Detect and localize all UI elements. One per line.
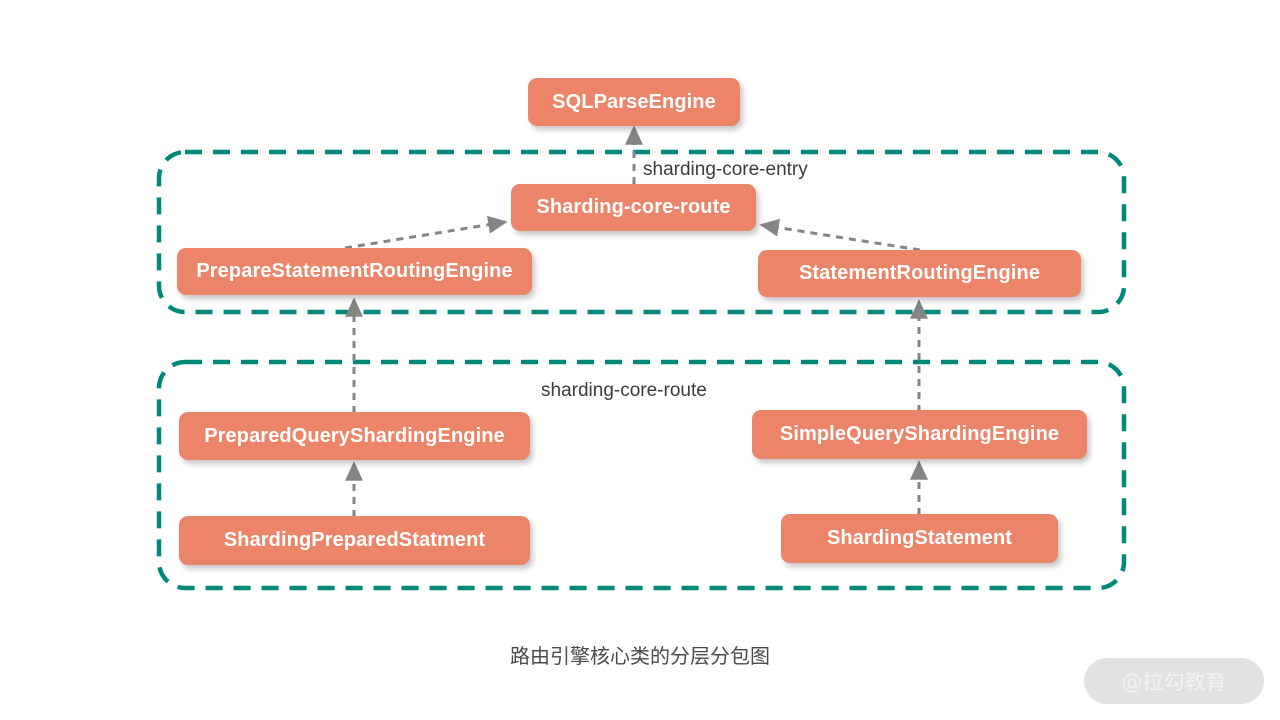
watermark-badge: @拉勾教育 [1084, 658, 1264, 704]
package-label-sharding-core-entry: sharding-core-entry [640, 159, 811, 181]
edge-statement-routing-engine-to-sharding-core-route [759, 218, 921, 252]
edge-prepare-statement-routing-to-sharding-core-route [344, 215, 508, 250]
diagram-caption: 路由引擎核心类的分层分包图 [510, 644, 770, 668]
node-simple-query-sharding-engine[interactable]: SimpleQueryShardingEngine [752, 410, 1087, 459]
node-sql-parse-engine[interactable]: SQLParseEngine [528, 78, 740, 126]
package-label-sharding-core-route: sharding-core-route [538, 380, 710, 402]
node-prepared-query-sharding-engine[interactable]: PreparedQueryShardingEngine [179, 412, 530, 460]
node-statement-routing-engine[interactable]: StatementRoutingEngine [758, 250, 1081, 297]
node-sharding-core-route[interactable]: Sharding-core-route [511, 184, 756, 231]
node-prepare-statement-routing-engine[interactable]: PrepareStatementRoutingEngine [177, 248, 532, 295]
node-sharding-prepared-statment[interactable]: ShardingPreparedStatment [179, 516, 530, 565]
node-sharding-statement[interactable]: ShardingStatement [781, 514, 1058, 563]
